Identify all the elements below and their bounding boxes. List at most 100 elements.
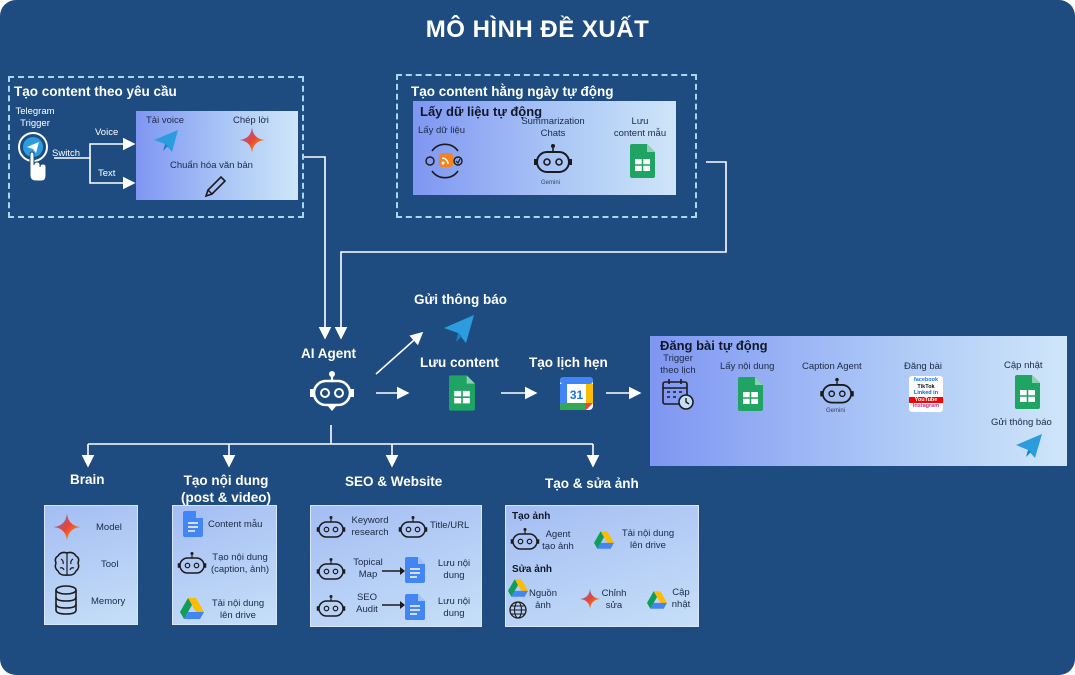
topical-bot-icon: [316, 558, 346, 580]
keyword-label: Keyword research: [351, 515, 389, 538]
title-url-bot-icon: [398, 516, 428, 538]
youtube-logo: YouTube: [909, 396, 943, 403]
auto-post-panel: [650, 336, 1067, 466]
brain-item-model: Model: [96, 522, 122, 533]
ai-agent-label: AI Agent: [301, 346, 356, 361]
save1-label: Lưu nội dung: [437, 558, 471, 581]
audit-label: SEO Audit: [356, 592, 378, 615]
gemini-sparkle-icon: [239, 127, 265, 153]
diagram-title: MÔ HÌNH ĐỀ XUẤT: [425, 16, 650, 43]
send-notification-label: Gửi thông báo: [414, 292, 508, 307]
chat-bot-icon: [534, 144, 572, 173]
summarization-label: Summarization Chats: [521, 116, 585, 139]
image-edit-label: Chỉnh sửa: [601, 588, 627, 611]
pencil-icon: [204, 175, 227, 198]
content-create-label: Tạo nội dung (caption, ảnh): [210, 552, 270, 575]
audit-bot-icon: [316, 595, 346, 617]
tiktok-logo: TikTok: [917, 383, 935, 390]
instagram-logo: Instagram: [912, 403, 940, 409]
seo-inner-arrows: [382, 567, 405, 609]
image-agent-bot-icon: [510, 528, 540, 550]
gemini-label: Gemini: [541, 180, 561, 186]
content-sample-label: Content mẫu: [208, 519, 263, 530]
save-content-sheets-icon: [449, 375, 475, 411]
database-icon: [55, 585, 77, 615]
voice-processing-panel: [136, 111, 298, 200]
text-label: Text: [98, 168, 116, 179]
docs-icon: [183, 511, 203, 537]
get-content-label: Lấy nội dung: [720, 361, 775, 372]
content-upload-label: Tải nội dung lên drive: [211, 598, 265, 621]
image-update-label: Cập nhật: [671, 587, 691, 610]
image-source-label: Nguồn ảnh: [529, 588, 557, 611]
save1-docs-icon: [405, 557, 425, 583]
update-sheets-icon: [1015, 375, 1040, 409]
google-calendar-icon: 31: [560, 377, 593, 410]
seo-panel: [310, 505, 482, 627]
fetch-data-label: Lấy dữ liệu: [418, 125, 466, 136]
image-header: Tạo & sửa ảnh: [545, 476, 639, 491]
notify-label: Gửi thông báo: [991, 417, 1052, 428]
trigger-label: Trigger theo lịch: [660, 353, 696, 376]
normalize-label: Chuẩn hóa văn bản: [170, 160, 253, 171]
connector-lines: [54, 137, 727, 468]
schedule-calendar-icon: [662, 379, 694, 410]
caption-agent-label: Caption Agent: [802, 361, 862, 372]
connector-voice: [54, 137, 136, 159]
image-edit-header: Sửa ảnh: [512, 564, 553, 575]
image-agent-label: Agent tạo ảnh: [542, 529, 574, 552]
linkedin-logo: Linked in: [913, 390, 939, 396]
brain-header: Brain: [70, 472, 105, 487]
notification-send-icon: [444, 315, 474, 343]
upload-voice-label: Tải voice: [146, 115, 185, 126]
auto-post-header: Đăng bài tự động: [660, 338, 768, 353]
topical-label: Topical Map: [353, 557, 383, 580]
connector-agent-notify: [375, 331, 424, 375]
brain-item-tool: Tool: [101, 559, 119, 570]
telegram-trigger-icon: [18, 132, 48, 182]
content-header: Tạo nội dung (post & video): [181, 473, 271, 505]
ai-agent-bot-icon: [310, 371, 354, 411]
connector-text: [89, 158, 136, 190]
brain-item-memory: Memory: [91, 596, 126, 607]
switch-label: Switch: [52, 148, 80, 159]
source-drive-icon: [508, 579, 528, 597]
transcribe-label: Chép lời: [233, 115, 269, 126]
title-url-label: Title/URL: [430, 520, 470, 531]
get-content-sheets-icon: [738, 377, 763, 411]
image-create-header: Tạo ảnh: [512, 511, 551, 522]
sheets-icon: [630, 144, 655, 178]
update-drive-icon: [647, 591, 667, 609]
on-demand-group: [8, 76, 304, 218]
voice-label: Voice: [95, 127, 119, 138]
model-sparkle-icon: [53, 513, 81, 541]
connector-ondemand-agent: [304, 156, 332, 340]
notify-send-icon: [1016, 434, 1042, 458]
drive-icon: [180, 598, 204, 619]
image-panel: [505, 505, 699, 627]
globe-icon: [509, 601, 527, 619]
brain-panel: [44, 505, 138, 625]
caption-bot-icon: [820, 377, 854, 404]
save-content-label: Lưu content: [420, 355, 499, 370]
content-bot-icon: [177, 552, 207, 574]
calendar-day-text: 31: [570, 388, 584, 402]
image-upload-label: Tải nội dung lên drive: [621, 528, 675, 551]
rss-automation-icon: [425, 143, 463, 179]
on-demand-header: Tạo content theo yêu cầu: [14, 84, 177, 99]
save2-docs-icon: [405, 594, 425, 620]
save2-label: Lưu nội dung: [437, 596, 471, 619]
keyword-bot-icon: [316, 516, 346, 538]
connector-daily-agent: [334, 161, 727, 340]
telegram-trigger-label: Telegram Trigger: [15, 106, 55, 129]
schedule-label: Tạo lịch hẹn: [529, 355, 608, 370]
update-label: Cập nhật: [1004, 360, 1043, 371]
edit-sparkle-icon: [579, 588, 601, 610]
social-logos: facebook TikTok Linked in YouTube Instag…: [909, 376, 943, 412]
caption-gemini-label: Gemini: [826, 408, 846, 414]
post-label: Đăng bài: [904, 361, 943, 372]
save-sample-label: Lưu content mẫu: [613, 116, 667, 139]
facebook-logo: facebook: [913, 377, 939, 383]
telegram-send-icon: [154, 130, 178, 152]
